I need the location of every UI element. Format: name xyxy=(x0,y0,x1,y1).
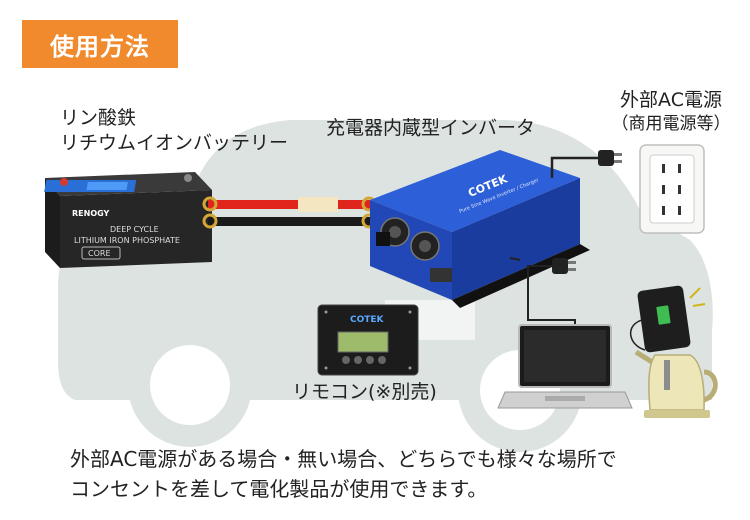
caption-line1: 外部AC電源がある場合・無い場合、どちらでも様々な場所で xyxy=(70,447,617,471)
battery-text-line1: DEEP CYCLE xyxy=(110,225,159,234)
battery-text-line2: LITHIUM IRON PHOSPHATE xyxy=(74,236,180,245)
caption-line2: コンセントを差して電化製品が使用できます。 xyxy=(70,477,488,501)
inverter-label: 充電器内蔵型インバータ xyxy=(326,117,536,139)
battery-brand: RENOGY xyxy=(72,209,110,218)
section-title: 使用方法 xyxy=(50,32,150,61)
section-title-badge: 使用方法 xyxy=(22,20,178,68)
battery-label-line2: リチウムイオンバッテリー xyxy=(60,132,289,154)
kettle-image xyxy=(634,349,718,418)
ac-source-label: 外部AC電源 （商用電源等） xyxy=(606,88,736,135)
ac-source-title: 外部AC電源 xyxy=(620,89,722,111)
battery-label-line1: リン酸鉄 xyxy=(60,107,137,129)
caption: 外部AC電源がある場合・無い場合、どちらでも様々な場所で コンセントを差して電化… xyxy=(70,444,617,504)
phone-image xyxy=(630,285,706,353)
wall-outlet-image xyxy=(639,144,705,234)
battery-label: リン酸鉄 リチウムイオンバッテリー xyxy=(60,106,288,156)
ac-input-cable xyxy=(550,150,622,178)
remote-image: COTEK xyxy=(317,304,419,376)
dc-cables xyxy=(202,196,377,229)
remote-brand: COTEK xyxy=(350,315,385,325)
battery-model: CORE xyxy=(88,249,111,258)
remote-label: リモコン(※別売) xyxy=(292,381,437,403)
inverter-image: COTEK Pure Sine Wave Inverter / Charger xyxy=(370,150,590,308)
battery-image: RENOGY DEEP CYCLE LITHIUM IRON PHOSPHATE… xyxy=(44,172,212,268)
laptop-image xyxy=(497,324,633,409)
ac-source-sublabel: （商用電源等） xyxy=(611,114,731,134)
